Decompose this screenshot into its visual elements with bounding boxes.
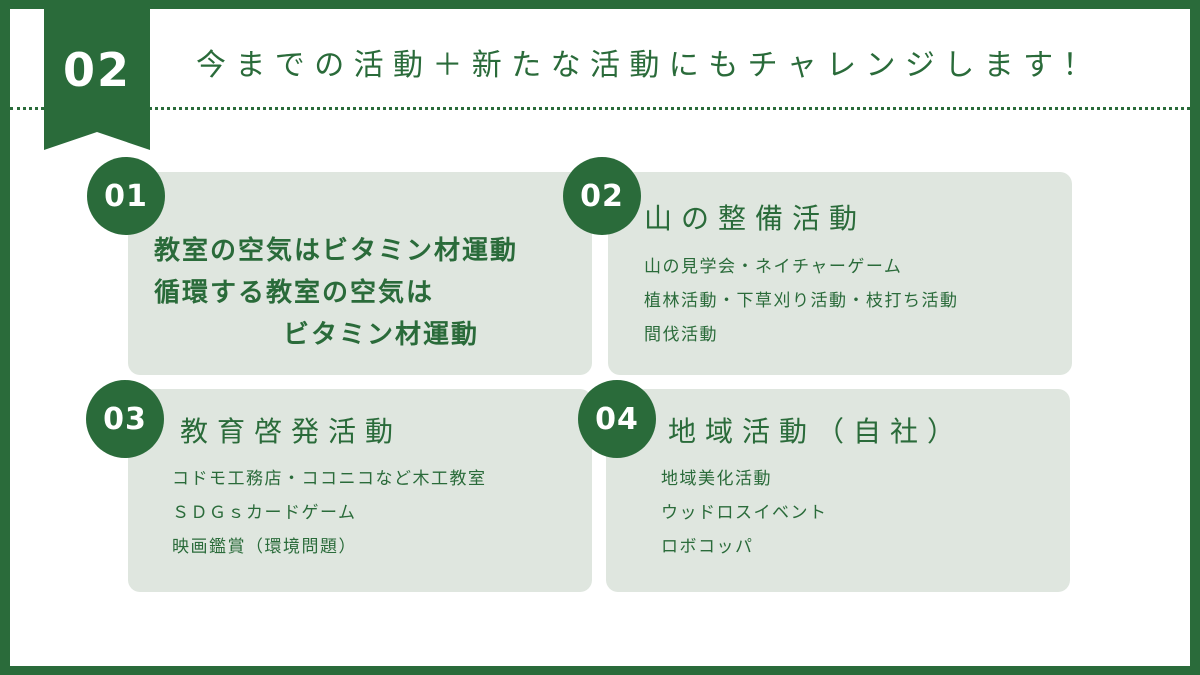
- list-item: 地域美化活動: [661, 469, 772, 489]
- list-item: ウッドロスイベント: [661, 503, 828, 523]
- card-02: [608, 172, 1072, 375]
- list-item: コドモ工務店・ココニコなど木工教室: [172, 469, 487, 489]
- section-number: 02: [62, 43, 131, 97]
- card-02-title: 山の整備活動: [644, 202, 867, 235]
- card-03-list: コドモ工務店・ココニコなど木工教室 ＳＤＧｓカードゲーム 映画鑑賞（環境問題）: [172, 462, 487, 564]
- slide-headline: 今までの活動＋新たな活動にもチャレンジします！: [196, 48, 1102, 83]
- card-04-badge: 04: [578, 380, 656, 458]
- card-01-line-2: 循環する教室の空気は: [154, 278, 435, 308]
- card-01-badge: 01: [87, 157, 165, 235]
- card-02-badge: 02: [563, 157, 641, 235]
- card-04: [606, 389, 1070, 592]
- card-02-list: 山の見学会・ネイチャーゲーム 植林活動・下草刈り活動・枝打ち活動 間伐活動: [644, 250, 959, 352]
- card-01-line-1: 教室の空気はビタミン材運動: [154, 236, 519, 266]
- list-item: 間伐活動: [644, 325, 718, 345]
- card-03-badge: 03: [86, 380, 164, 458]
- card-04-list: 地域美化活動 ウッドロスイベント ロボコッパ: [661, 462, 828, 564]
- list-item: 映画鑑賞（環境問題）: [172, 537, 357, 557]
- list-item: 植林活動・下草刈り活動・枝打ち活動: [644, 291, 959, 311]
- list-item: ＳＤＧｓカードゲーム: [172, 503, 357, 523]
- list-item: 山の見学会・ネイチャーゲーム: [644, 257, 903, 277]
- list-item: ロボコッパ: [661, 537, 754, 557]
- card-04-title: 地域活動（自社）: [668, 415, 965, 448]
- section-ribbon: [44, 0, 150, 150]
- card-01-line-3: ビタミン材運動: [283, 320, 480, 350]
- card-03-title: 教育啓発活動: [180, 415, 403, 448]
- dotted-divider: [10, 107, 1190, 110]
- card-03: [128, 389, 592, 592]
- card-01: [128, 172, 592, 375]
